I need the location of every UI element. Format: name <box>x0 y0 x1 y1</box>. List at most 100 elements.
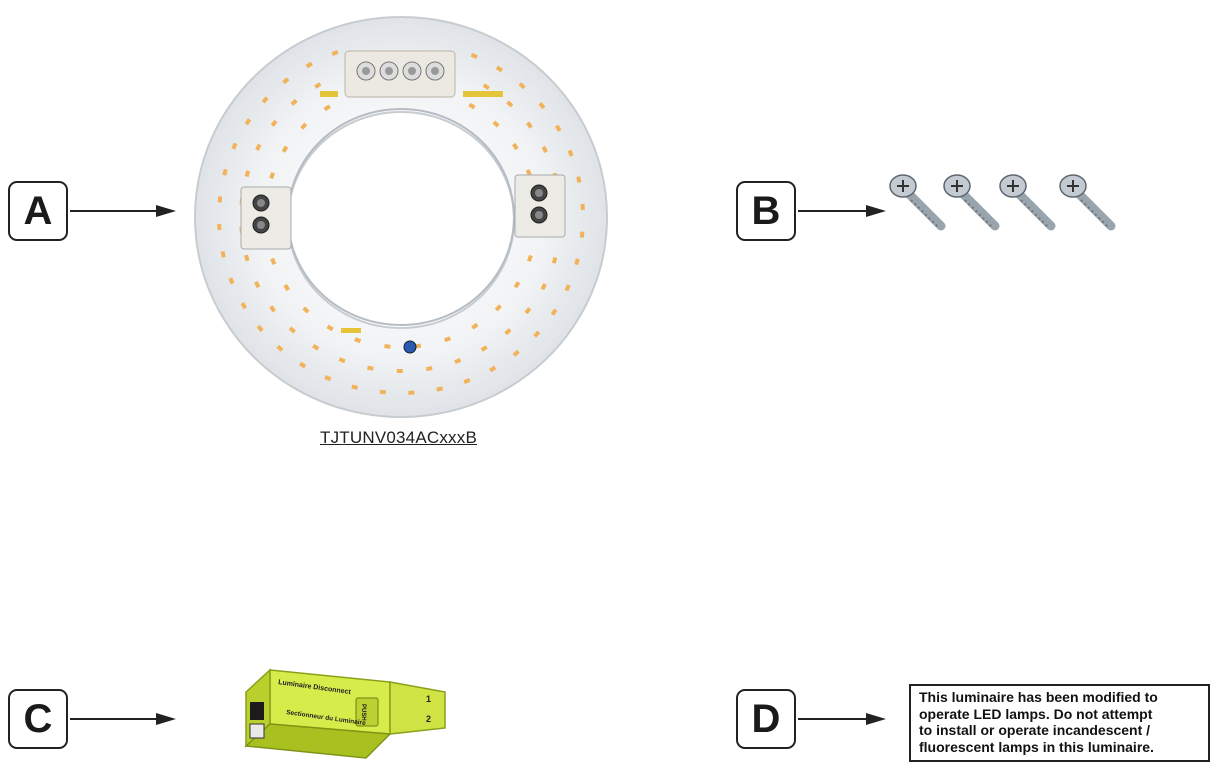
led-chip <box>281 145 289 153</box>
led-chip <box>276 344 284 352</box>
led-chip <box>538 102 546 110</box>
warning-line-2: operate LED lamps. Do not attempt <box>919 705 1153 722</box>
led-chip <box>525 169 532 177</box>
led-chip <box>288 326 296 334</box>
led-chip <box>511 142 519 151</box>
led-chip <box>282 77 290 85</box>
led-chip <box>228 277 235 285</box>
led-chip <box>550 308 558 316</box>
callout-label-c: C <box>8 689 68 749</box>
led-ring-module-image <box>194 16 608 418</box>
led-chip <box>580 203 585 211</box>
callout-label-d: D <box>736 689 796 749</box>
terminal-block <box>344 50 456 98</box>
led-chip <box>256 324 264 332</box>
connector-push-label: PUSH <box>360 704 366 721</box>
led-chip <box>554 124 562 132</box>
led-chip <box>524 307 532 315</box>
callout-arrow-c <box>70 713 176 725</box>
screw <box>999 174 1056 231</box>
warning-line-3: to install or operate incandescent / <box>919 722 1151 738</box>
led-chip <box>454 358 462 364</box>
led-chip <box>323 104 331 112</box>
led-chip <box>367 365 374 371</box>
led-chip <box>527 254 533 262</box>
led-chip <box>436 386 444 392</box>
callout-label-a: A <box>8 181 68 241</box>
led-chip <box>540 283 547 291</box>
led-chip <box>269 172 275 180</box>
warning-line-1: This luminaire has been modified to <box>919 689 1158 705</box>
led-chip <box>471 322 479 330</box>
led-chip <box>302 306 310 314</box>
led-chip <box>551 256 558 264</box>
led-chip <box>379 389 386 395</box>
led-chip <box>298 361 307 369</box>
led-chip <box>425 366 433 372</box>
led-chip <box>480 345 488 352</box>
led-chip <box>443 336 452 343</box>
callout-arrow-b <box>798 205 886 217</box>
led-chip <box>351 384 359 390</box>
led-chip <box>305 61 313 69</box>
led-chip <box>314 82 322 89</box>
led-chip <box>354 337 362 344</box>
led-chip <box>495 65 504 73</box>
led-chip <box>244 254 250 262</box>
connector-number-1: 1 <box>426 694 431 704</box>
led-chip <box>470 52 478 59</box>
warning-line-4: fluorescent lamps in this luminaire. <box>919 738 1154 755</box>
screws-image <box>889 174 1116 231</box>
led-chip <box>518 82 526 90</box>
led-chip <box>492 120 500 128</box>
led-chip <box>217 223 222 231</box>
led-chip <box>506 100 514 108</box>
led-chip <box>231 142 238 150</box>
led-chip <box>283 283 291 292</box>
led-chip <box>384 344 391 349</box>
led-chip <box>482 83 490 90</box>
led-chip <box>240 302 248 310</box>
led-chip <box>254 281 261 289</box>
led-chip <box>338 357 346 364</box>
screw <box>943 174 1000 231</box>
led-chip <box>541 145 548 153</box>
led-chip <box>222 168 228 176</box>
led-chip <box>576 176 582 183</box>
led-chip <box>244 170 251 178</box>
screw <box>1059 174 1116 231</box>
led-chip <box>324 375 332 382</box>
led-chip <box>574 258 580 266</box>
led-chip <box>579 231 585 238</box>
led-chip <box>269 305 277 313</box>
led-chip <box>396 369 403 373</box>
led-chip <box>326 324 334 332</box>
led-chip <box>463 378 471 384</box>
led-chip <box>408 390 415 395</box>
led-chip <box>494 304 502 312</box>
led-chip <box>220 251 226 258</box>
led-chip <box>255 143 262 151</box>
led-chip <box>504 328 512 336</box>
led-chip <box>331 50 339 56</box>
led-chip <box>312 344 320 351</box>
led-chip <box>512 349 520 357</box>
led-chip <box>261 96 269 104</box>
callout-label-b: B <box>736 181 796 241</box>
led-chip <box>270 257 277 265</box>
led-chip <box>489 365 497 373</box>
screw <box>889 174 946 231</box>
led-chip <box>525 121 533 129</box>
connector-number-2: 2 <box>426 714 431 724</box>
disconnect-connector-image: Luminaire Disconnect Sectionneur du Lumi… <box>244 668 446 759</box>
capacitor-block-right <box>514 174 566 238</box>
callout-arrow-d <box>798 713 886 725</box>
warning-label: This luminaire has been modified to oper… <box>909 684 1210 762</box>
callout-arrow-a <box>70 205 176 217</box>
led-chip <box>217 196 223 203</box>
led-chip <box>290 98 298 106</box>
led-chip <box>513 281 521 289</box>
model-number-label: TJTUNV034ACxxxB <box>320 428 477 447</box>
led-chip <box>533 330 541 338</box>
led-chip <box>564 284 571 292</box>
